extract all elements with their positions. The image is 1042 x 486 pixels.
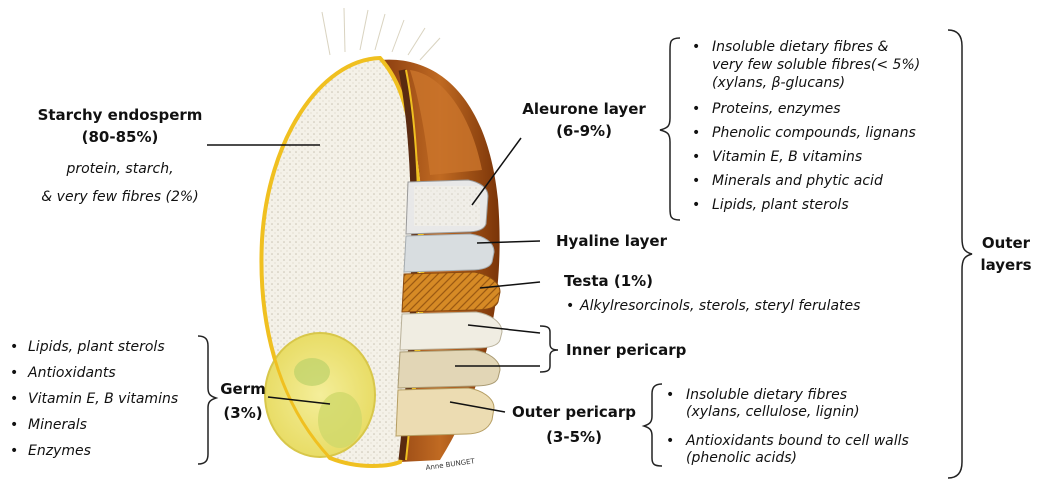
aleurone-item-2: Proteins, enzymes bbox=[712, 101, 841, 117]
pointer-lines bbox=[207, 137, 541, 413]
starchy-endosperm-title: Starchy endosperm bbox=[37, 106, 203, 124]
outer-pericarp-item-1a: Insoluble dietary fibres bbox=[686, 387, 848, 403]
starchy-endosperm-desc-1: protein, starch, bbox=[66, 161, 174, 177]
outer-pericarp-item-2a: Antioxidants bound to cell walls bbox=[686, 433, 909, 449]
aleurone-item-1c: (xylans, β-glucans) bbox=[712, 75, 846, 91]
germ-item-1: Lipids, plant sterols bbox=[28, 339, 165, 355]
bran-layers bbox=[395, 179, 503, 437]
aleurone-pct: (6-9%) bbox=[556, 122, 612, 140]
testa-title: Testa (1%) bbox=[564, 272, 654, 290]
aleurone-item-3: Phenolic compounds, lignans bbox=[712, 125, 916, 141]
starchy-endosperm-desc-2: & very few fibres (2%) bbox=[41, 189, 199, 205]
germ-pct: (3%) bbox=[223, 404, 263, 422]
outer-pericarp-item-1b: (xylans, cellulose, lignin) bbox=[686, 404, 860, 420]
aleurone-item-1b: very few soluble fibres(< 5%) bbox=[712, 57, 921, 73]
hyaline-title: Hyaline layer bbox=[556, 232, 667, 250]
brush-hairs bbox=[321, 7, 441, 61]
germ-item-4: Minerals bbox=[28, 417, 87, 433]
aleurone-item-1a: Insoluble dietary fibres & bbox=[712, 39, 889, 55]
germ-item-2: Antioxidants bbox=[28, 365, 116, 381]
testa-item: Alkylresorcinols, sterols, steryl ferula… bbox=[580, 298, 861, 314]
aleurone-item-5: Minerals and phytic acid bbox=[712, 173, 883, 189]
outer-pericarp-title: Outer pericarp bbox=[512, 403, 636, 421]
aleurone-item-4: Vitamin E, B vitamins bbox=[712, 149, 863, 165]
inner-pericarp-title: Inner pericarp bbox=[566, 341, 687, 359]
germ-item-5: Enzymes bbox=[28, 443, 91, 459]
aleurone-item-6: Lipids, plant sterols bbox=[712, 197, 849, 213]
germ-item-3: Vitamin E, B vitamins bbox=[28, 391, 179, 407]
outer-layers-line-1: Outer bbox=[981, 234, 1031, 252]
outer-layers-line-2: layers bbox=[980, 256, 1032, 274]
starchy-endosperm-pct: (80-85%) bbox=[81, 128, 159, 146]
outer-pericarp-item-2b: (phenolic acids) bbox=[686, 450, 798, 466]
aleurone-title: Aleurone layer bbox=[522, 100, 646, 118]
braces bbox=[197, 29, 973, 479]
outer-pericarp-pct: (3-5%) bbox=[546, 428, 602, 446]
germ-title: Germ bbox=[220, 380, 266, 398]
